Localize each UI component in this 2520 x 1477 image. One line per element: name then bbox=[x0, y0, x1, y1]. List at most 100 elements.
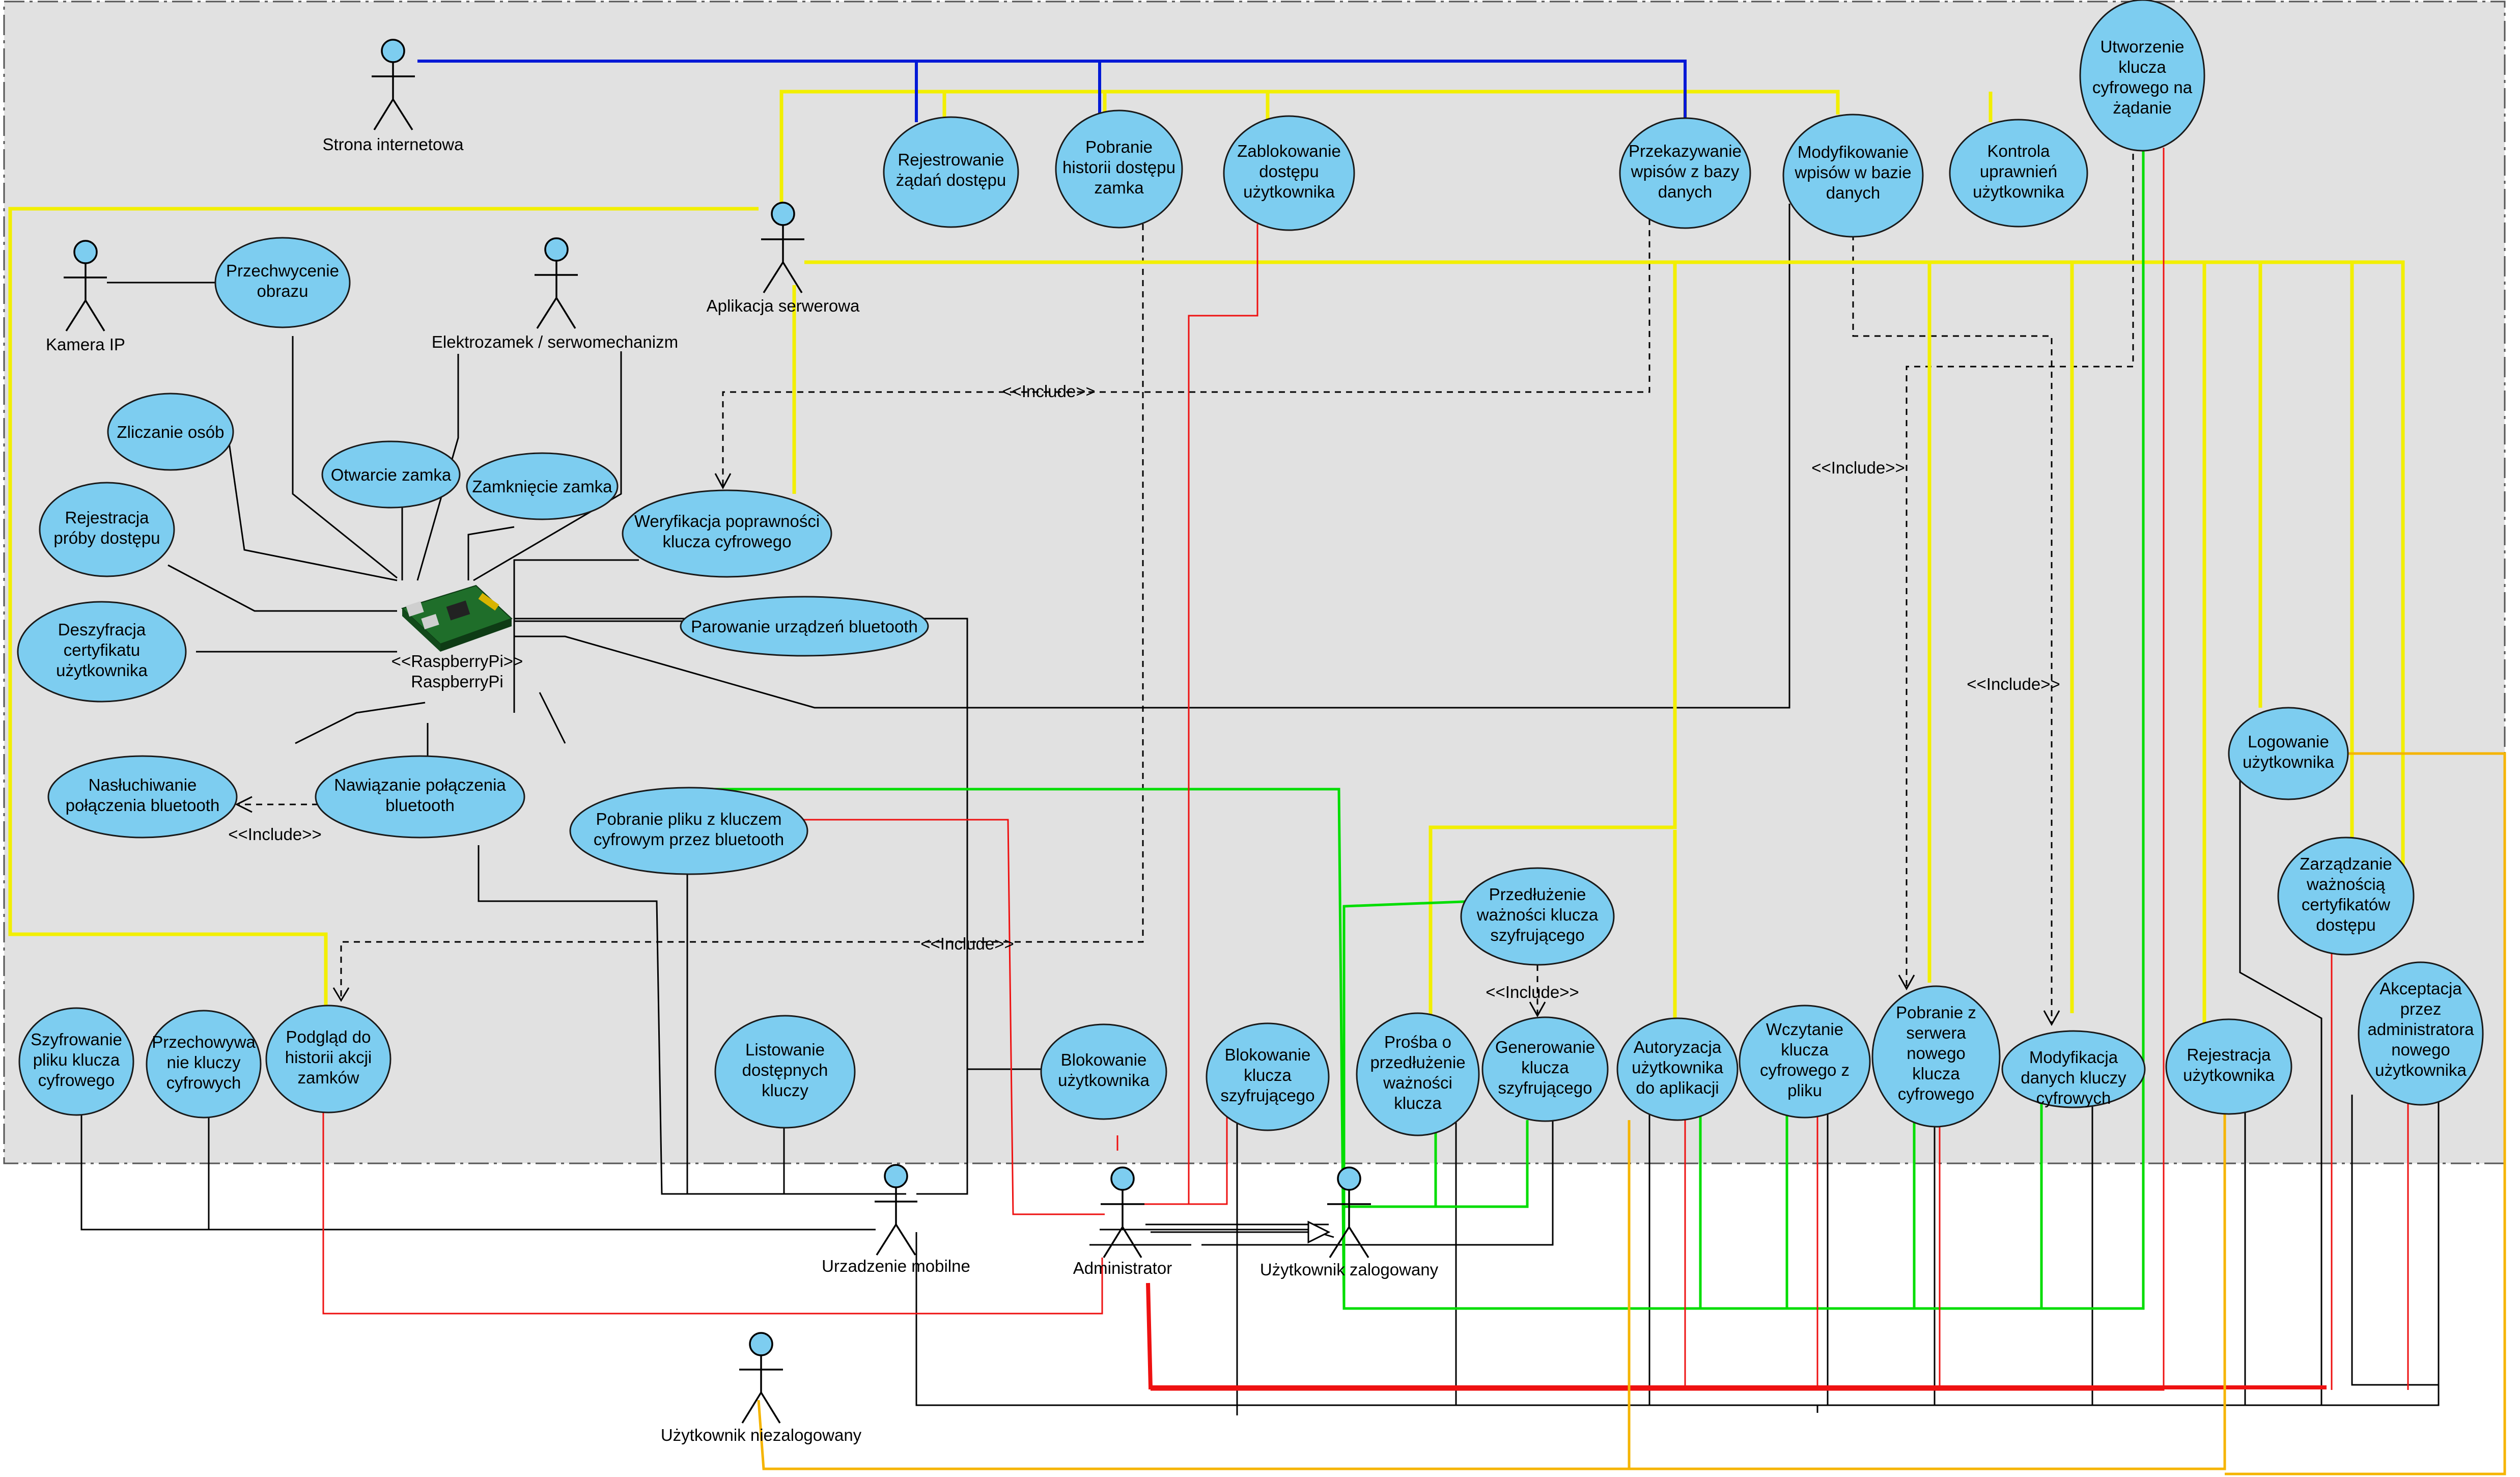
generalization-arrow bbox=[1151, 1220, 1331, 1244]
actor-urzadzenie-mobilne[interactable]: Urzadzenie mobilne bbox=[822, 1164, 970, 1275]
include-label-1: <<Include>> bbox=[1002, 382, 1096, 401]
uc-parowanie[interactable]: Parowanie urządzeń bluetooth bbox=[680, 596, 929, 657]
include-label-4: <<Include>> bbox=[228, 825, 322, 844]
actor-niezalogowany-label: Użytkownik niezalogowany bbox=[661, 1426, 862, 1444]
actor-administrator-label: Administrator bbox=[1073, 1259, 1172, 1277]
actor-urzadzenie-label: Urzadzenie mobilne bbox=[822, 1257, 970, 1275]
raspberry-pi-board-icon bbox=[401, 584, 513, 652]
actor-uzytkownik-niezalogowany[interactable]: Użytkownik niezalogowany bbox=[661, 1332, 862, 1444]
connections-orange bbox=[757, 752, 2506, 1475]
connection-red-thick bbox=[1146, 1283, 2327, 1389]
actor-kamera-ip[interactable]: Kamera IP bbox=[46, 240, 125, 354]
raspberry-pi-name: RaspberryPi bbox=[411, 672, 503, 691]
uc-zliczanie-label: Zliczanie osób bbox=[117, 423, 225, 441]
include-arrowheads bbox=[235, 473, 2060, 1026]
uc-otwarcie[interactable]: Otwarcie zamka bbox=[321, 440, 461, 509]
actor-administrator[interactable]: Administrator bbox=[1073, 1166, 1172, 1277]
actor-aplikacja-serwerowa[interactable]: Aplikacja serwerowa bbox=[707, 202, 860, 315]
uc-zamkniecie-label: Zamknięcie zamka bbox=[472, 477, 612, 496]
actor-strona-label: Strona internetowa bbox=[322, 135, 464, 154]
actor-aplikacja-label: Aplikacja serwerowa bbox=[707, 296, 860, 315]
uc-zliczanie[interactable]: Zliczanie osób bbox=[107, 393, 234, 471]
include-labels: <<Include>> <<Include>> <<Include>> <<In… bbox=[228, 382, 2060, 1001]
actor-kamera-label: Kamera IP bbox=[46, 335, 125, 354]
connections-green bbox=[710, 137, 2145, 1310]
connections-include bbox=[239, 143, 2134, 1023]
connections-black bbox=[80, 204, 2440, 1415]
include-label-5: <<Include>> bbox=[920, 934, 1014, 953]
connections-blue bbox=[417, 60, 1687, 122]
actor-elektrozamek[interactable]: Elektrozamek / serwomechanizm bbox=[432, 237, 678, 351]
uc-otwarcie-label: Otwarcie zamka bbox=[331, 465, 452, 484]
actor-strona-internetowa[interactable]: Strona internetowa bbox=[322, 39, 464, 154]
actor-uzytkownik-zalogowany[interactable]: Użytkownik zalogowany bbox=[1260, 1166, 1439, 1279]
uc-zamkniecie[interactable]: Zamknięcie zamka bbox=[466, 452, 619, 520]
connections-yellow bbox=[8, 90, 2405, 1041]
include-label-3: <<Include>> bbox=[1967, 675, 2060, 693]
connections-red bbox=[322, 148, 2409, 1391]
include-label-2: <<Include>> bbox=[1811, 458, 1905, 477]
raspberry-pi[interactable]: <<RaspberryPi>> RaspberryPi bbox=[391, 584, 523, 691]
actor-zalogowany-label: Użytkownik zalogowany bbox=[1260, 1260, 1439, 1279]
